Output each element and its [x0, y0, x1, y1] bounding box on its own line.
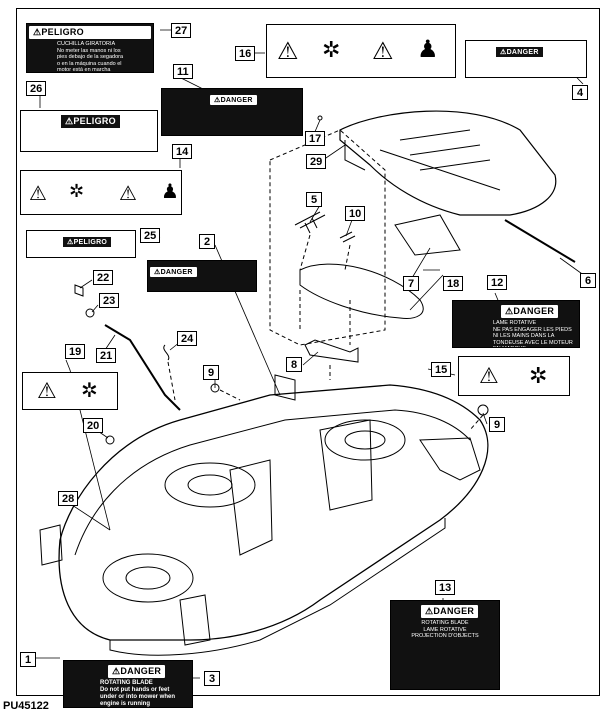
callout-1: 1: [20, 652, 36, 667]
callout-29: 29: [306, 154, 327, 169]
callout-19: 19: [65, 344, 86, 359]
warning-triangle-icon: ⚠: [37, 378, 57, 403]
callout-7: 7: [403, 276, 419, 291]
callout-21: 21: [96, 348, 117, 363]
warning-triangle-icon: ⚠: [29, 183, 47, 205]
decal-16: ⚠ ✲ ⚠ ♟: [266, 24, 456, 78]
callout-14: 14: [172, 144, 193, 159]
callout-26: 26: [26, 81, 47, 96]
callout-9a: 9: [203, 365, 219, 380]
discharge-chute: [339, 110, 557, 216]
callout-20: 20: [83, 418, 104, 433]
blade-icon: ✲: [81, 380, 98, 402]
decal-3: ⚠DANGER ROTATING BLADE Do not put hands …: [63, 660, 193, 708]
figure-frame: [16, 8, 600, 696]
callout-22: 22: [93, 270, 114, 285]
callout-16: 16: [235, 46, 256, 61]
callout-15: 15: [431, 362, 452, 377]
callout-17: 17: [305, 131, 326, 146]
callout-12: 12: [487, 275, 508, 290]
decal-26: ⚠PELIGRO: [20, 110, 158, 152]
callout-9b: 9: [489, 417, 505, 432]
decal-11: ⚠DANGER: [161, 88, 303, 136]
decal-4: ⚠DANGER: [465, 40, 587, 78]
callout-3: 3: [204, 671, 220, 686]
blade-icon: ✲: [69, 181, 85, 201]
callout-2: 2: [199, 234, 215, 249]
decal-19: ⚠ ✲: [22, 372, 118, 410]
decal-12: ⚠DANGER LAME ROTATIVE NE PAS ENGAGER LES…: [452, 300, 580, 348]
decal-14: ⚠ ✲ ⚠ ♟: [20, 170, 182, 215]
decal-25: ⚠PELIGRO: [26, 230, 136, 258]
blade-icon: ✲: [529, 363, 548, 388]
decal-27: ⚠PELIGRO CUCHILLA GIRATORIA No meter las…: [26, 23, 154, 73]
figure-code: PU45122: [3, 700, 49, 712]
warning-triangle-icon: ⚠: [479, 363, 499, 388]
callout-10: 10: [345, 206, 366, 221]
person-icon: ♟: [417, 36, 439, 63]
person-icon: ♟: [161, 181, 179, 203]
warning-triangle-icon: ⚠: [372, 38, 394, 65]
callout-11: 11: [173, 64, 193, 79]
callout-23: 23: [99, 293, 120, 308]
mower-deck: [58, 384, 489, 641]
callout-5: 5: [306, 192, 322, 207]
warning-triangle-icon: ⚠: [119, 183, 137, 205]
callout-27: 27: [171, 23, 192, 38]
decal-13: ⚠DANGER ROTATING BLADE LAME ROTATIVE PRO…: [390, 600, 500, 690]
callout-13: 13: [435, 580, 456, 595]
decal-15: ⚠ ✲: [458, 356, 570, 396]
callout-24: 24: [177, 331, 198, 346]
callout-4: 4: [572, 85, 588, 100]
callout-25: 25: [140, 228, 161, 243]
callout-8: 8: [286, 357, 302, 372]
warning-triangle-icon: ⚠: [277, 38, 299, 65]
callout-6: 6: [580, 273, 596, 288]
callout-18: 18: [443, 276, 464, 291]
callout-28: 28: [58, 491, 79, 506]
blade-icon: ✲: [322, 37, 341, 62]
decal-2: ⚠DANGER: [147, 260, 257, 292]
